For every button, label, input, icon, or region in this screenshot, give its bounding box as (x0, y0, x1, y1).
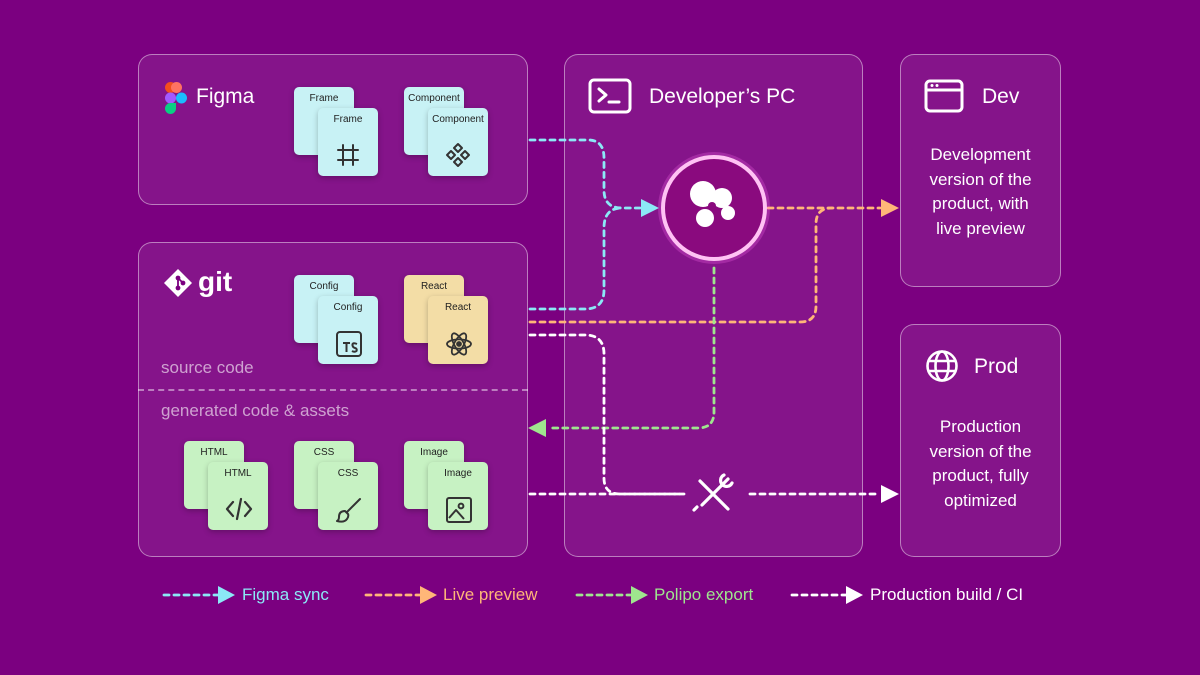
code-icon (225, 497, 253, 521)
globe-icon (926, 350, 958, 382)
figma-sync-line-from-figma (528, 138, 642, 210)
figma-sync-arrowhead (641, 199, 659, 217)
legend-production-build: Production build / CI (870, 585, 1024, 604)
legend-figma-sync-arrow (162, 586, 235, 604)
production-build-line-from-git (528, 333, 686, 496)
polipo-export-arrowhead (528, 419, 546, 437)
polipo-logo-icon (690, 181, 735, 227)
terminal-icon (588, 78, 632, 114)
developer-pc-panel (564, 54, 863, 557)
live-preview-arrowhead (881, 199, 899, 217)
css-card: CSS (318, 462, 378, 530)
dev-description: Development version of the product, with… (929, 145, 1032, 238)
react-card: React (428, 296, 488, 364)
legend-live-preview: Live preview (443, 585, 538, 604)
live-preview-line-to-git (528, 206, 834, 324)
legend-polipo-export: Polipo export (654, 585, 754, 604)
tools-icon (692, 473, 734, 512)
figma-sync-line-from-git (528, 206, 624, 311)
component-icon (446, 143, 470, 167)
polipo-export-line (546, 266, 716, 430)
git-title: git (198, 266, 233, 297)
generated-code-label: generated code & assets (161, 401, 350, 420)
figma-logo-icon (165, 82, 187, 114)
developer-pc-title: Developer’s PC (649, 85, 796, 108)
component-card: Component (428, 108, 488, 176)
image-icon (446, 497, 472, 523)
react-icon (446, 332, 472, 356)
git-logo-icon (164, 269, 192, 297)
frame-icon (337, 144, 359, 166)
legend-figma-sync: Figma sync (242, 585, 329, 604)
legend-live-preview-arrow (364, 586, 437, 604)
figma-title: Figma (196, 85, 255, 108)
legend-polipo-export-arrow (575, 586, 648, 604)
browser-window-icon (924, 79, 964, 113)
legend-production-build-arrow (790, 586, 863, 604)
dev-title: Dev (982, 85, 1020, 108)
production-build-arrowhead (881, 485, 899, 503)
image-card: Image (428, 462, 488, 530)
brush-icon (336, 498, 361, 523)
source-code-label: source code (161, 358, 254, 377)
html-card: HTML (208, 462, 268, 530)
prod-description: Production version of the product, fully… (929, 417, 1032, 510)
prod-title: Prod (974, 355, 1019, 378)
config-card: Config (318, 296, 378, 364)
section-divider (138, 389, 528, 391)
frame-card: Frame (318, 108, 378, 176)
typescript-icon (336, 331, 362, 357)
